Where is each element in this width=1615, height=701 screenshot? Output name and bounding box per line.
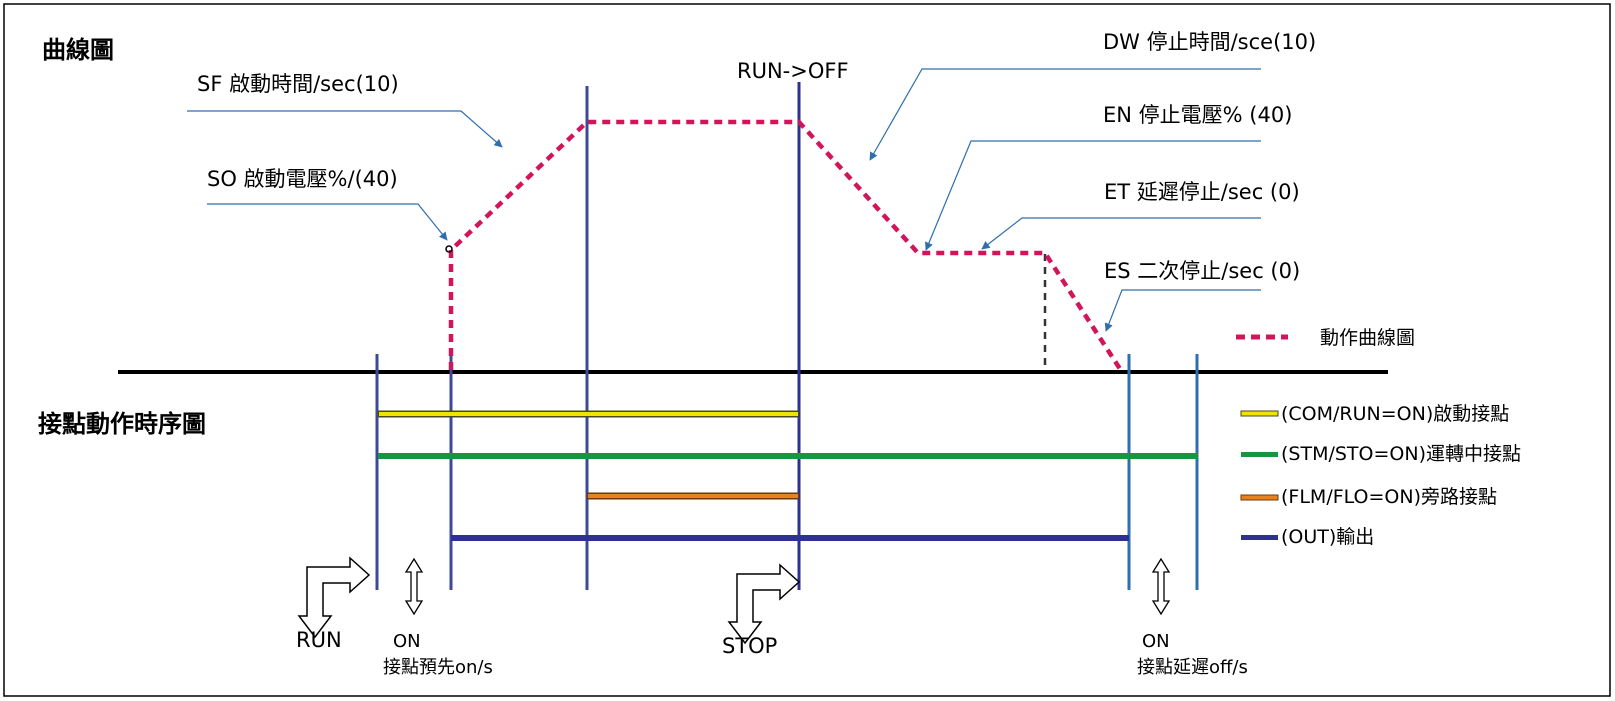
et-pointer [981, 217, 1261, 250]
et-label: ET 延遲停止/sec (0) [1104, 180, 1300, 204]
on-right-label: ON [1142, 631, 1170, 652]
legend-curve-label: 動作曲線圖 [1320, 327, 1415, 349]
so-point-marker [445, 245, 453, 253]
es-label: ES 二次停止/sec (0) [1104, 259, 1300, 283]
so-pointer [207, 203, 448, 241]
on-left-label: ON [393, 631, 421, 652]
action-curve [448, 119, 1124, 374]
pre-on-double-arrow-icon [404, 557, 424, 616]
legend-out-swatch [1241, 535, 1278, 540]
timing-section-title: 接點動作時序圖 [38, 410, 206, 438]
legend-flm-flo-label: (FLM/FLO=ON)旁路接點 [1281, 486, 1497, 508]
so-label: SO 啟動電壓%/(40) [207, 167, 398, 191]
dw-label: DW 停止時間/sce(10) [1103, 30, 1316, 54]
run-turn-arrow-icon [297, 556, 371, 639]
legend-out-label: (OUT)輸出 [1281, 526, 1374, 548]
en-pointer [925, 140, 1261, 251]
pre-on-label: 接點預先on/s [383, 657, 493, 678]
delay-off-label: 接點延遲off/s [1137, 657, 1248, 678]
legend-flm-flo-swatch [1240, 494, 1279, 501]
sf-pointer [187, 110, 503, 148]
legend-com-run-swatch [1240, 410, 1279, 417]
run-off-label: RUN->OFF [737, 59, 849, 83]
dw-pointer [869, 68, 1261, 161]
legend-com-run-label: (COM/RUN=ON)啟動接點 [1281, 403, 1509, 425]
curve-section-title: 曲線圖 [42, 36, 114, 64]
stop-turn-arrow-icon [727, 563, 801, 645]
run-label: RUN [296, 628, 342, 652]
stop-label: STOP [722, 634, 777, 658]
en-label: EN 停止電壓% (40) [1103, 103, 1292, 127]
delay-off-double-arrow-icon [1151, 557, 1171, 616]
es-pointer [1104, 289, 1261, 332]
legend-stm-sto-label: (STM/STO=ON)運轉中接點 [1281, 443, 1521, 465]
sf-label: SF 啟動時間/sec(10) [197, 72, 399, 96]
frame-border [3, 3, 1611, 697]
legend-stm-sto-swatch [1241, 452, 1278, 457]
